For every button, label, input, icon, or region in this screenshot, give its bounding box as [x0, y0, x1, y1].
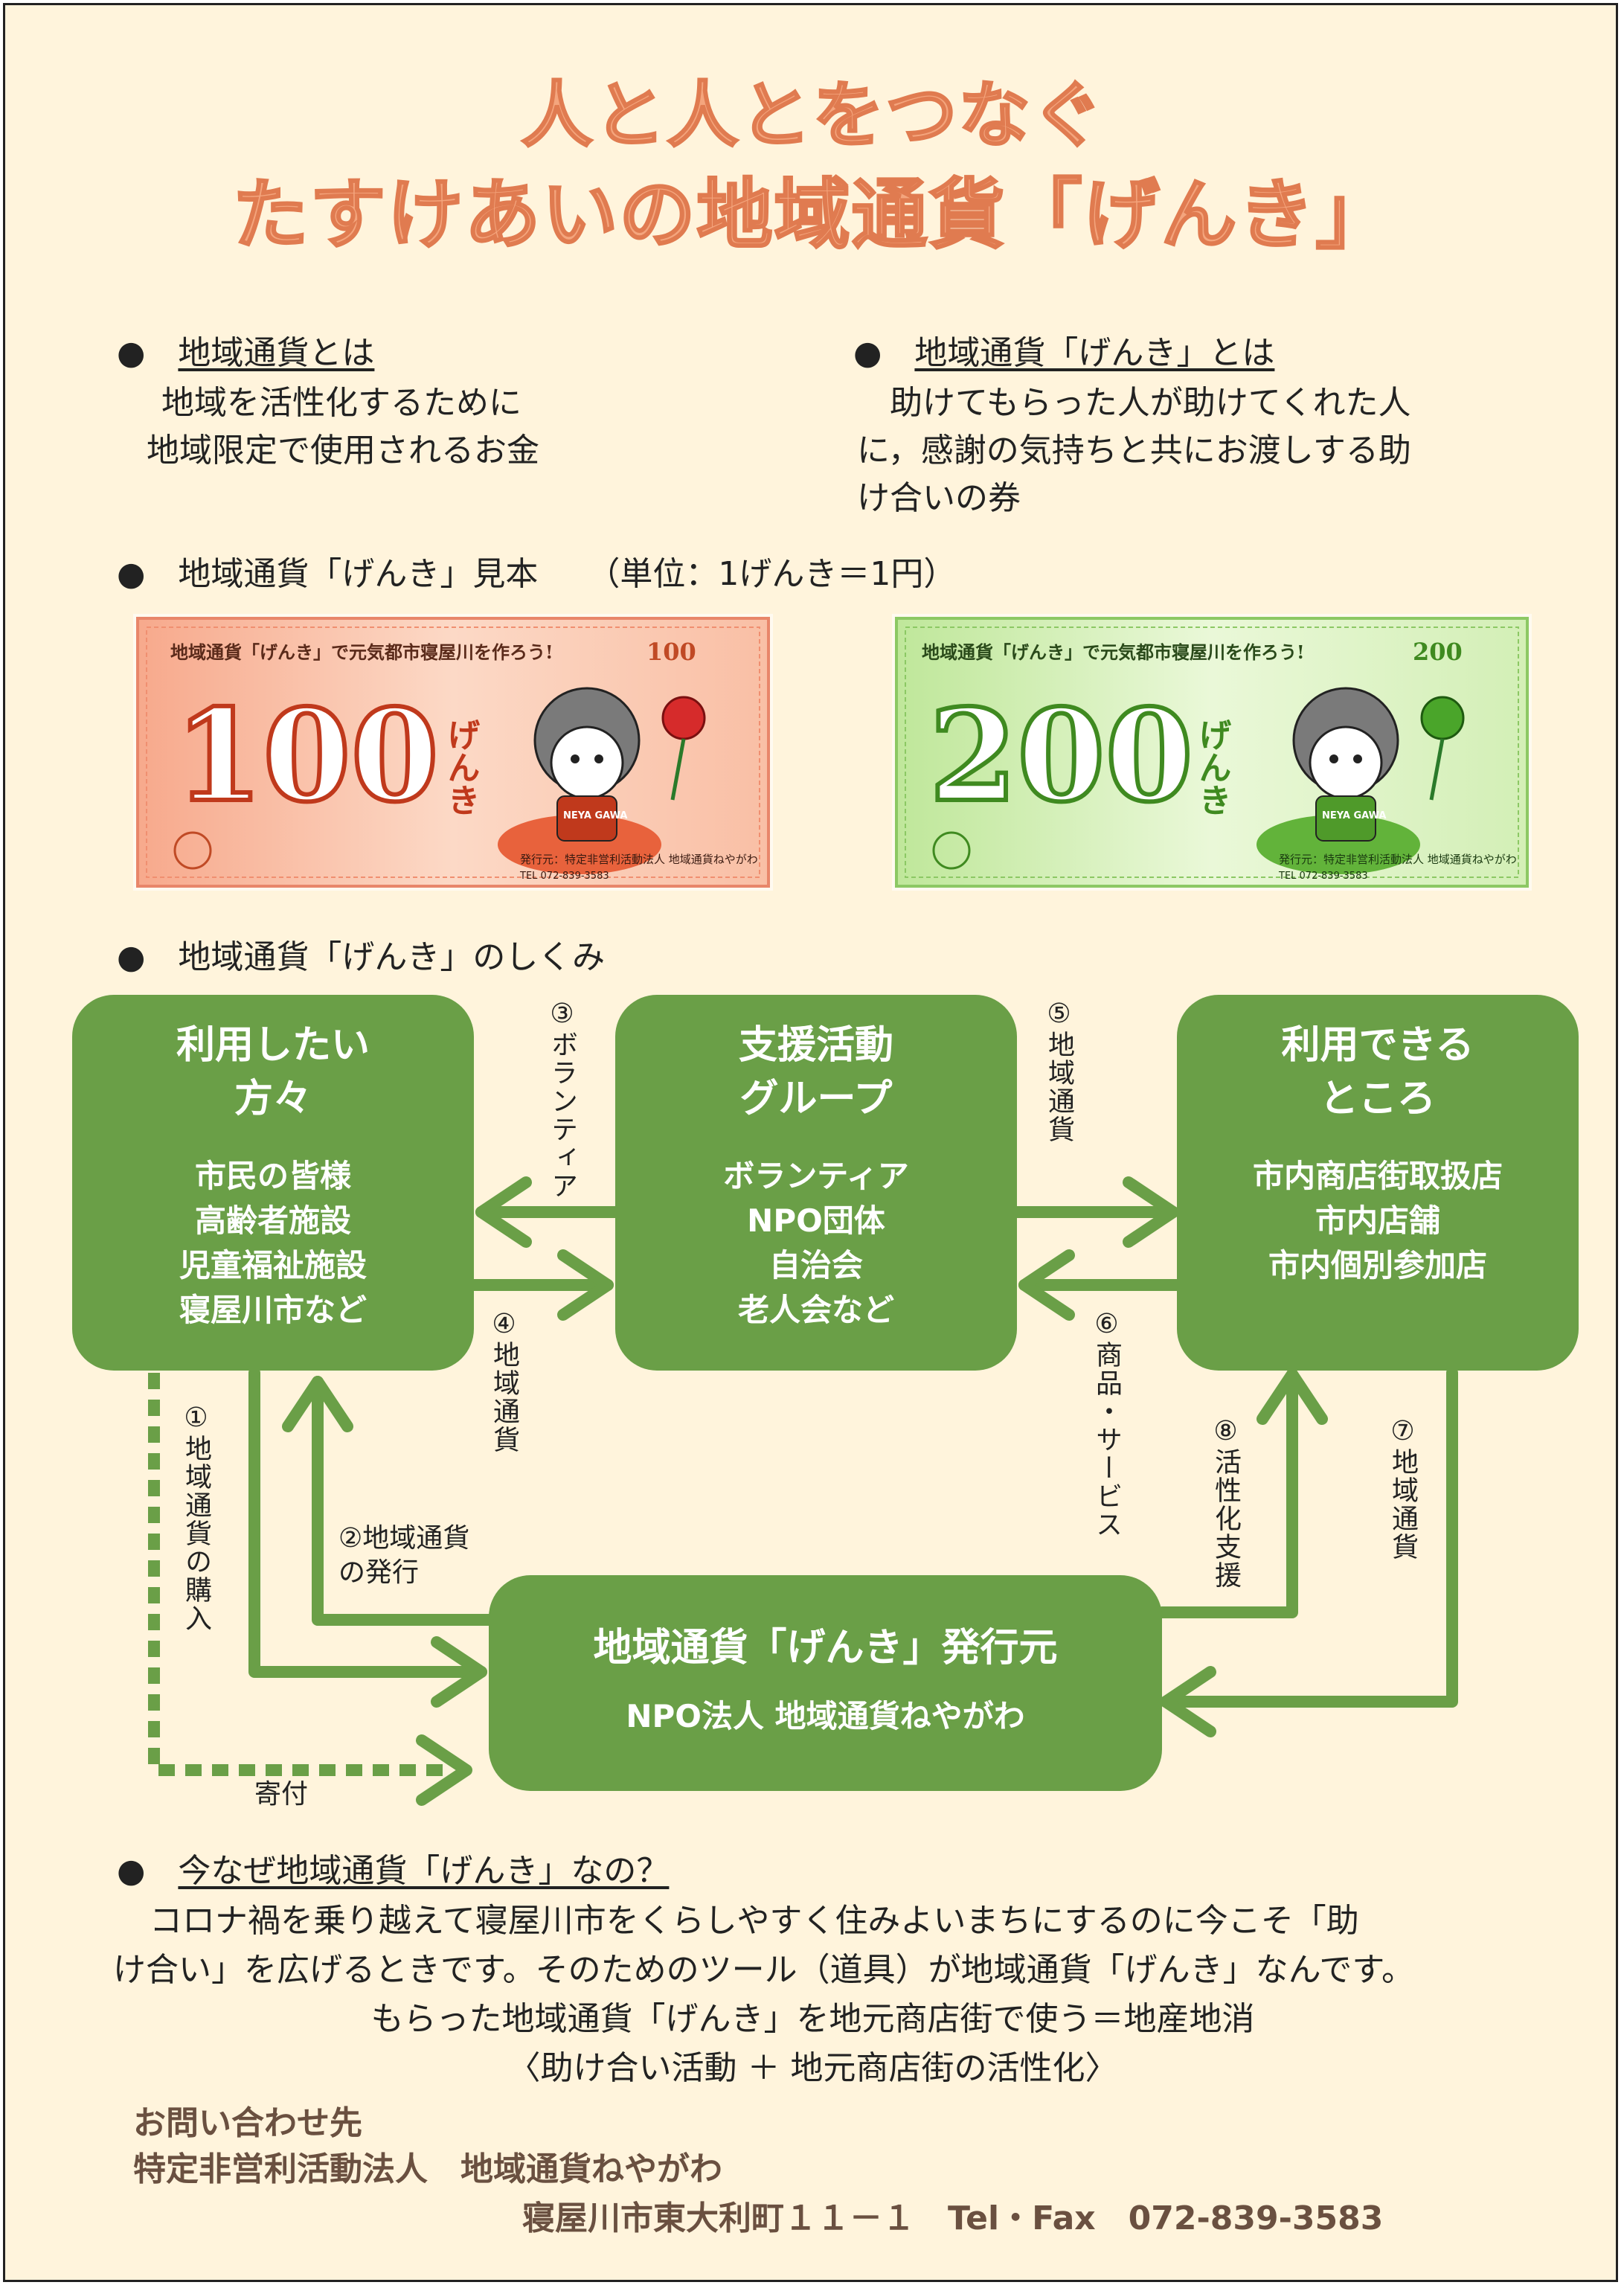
seal-icon	[932, 831, 971, 870]
banknote-100-art: 地域通貨「げんき」で元気都市寝屋川を作ろう! 100 100 げんき NEYA …	[136, 617, 770, 888]
intro-left-line-2: 地域限定で使用されるお金	[147, 432, 539, 470]
flyer-page: 人と人とをつなぐ たすけあいの地域通貨「げんき」 ● 地域通貨とは 地域を活性化…	[3, 3, 1618, 2282]
title-line-1: 人と人とをつなぐ	[520, 73, 1105, 158]
label-1-purchase: ①地域通貨の購入	[181, 1403, 211, 1632]
sample-unit: （単位：1げんき＝1円）	[603, 555, 957, 593]
intro-left-heading-row: ● 地域通貨とは	[117, 334, 375, 372]
intro-right-heading-row: ● 地域通貨「げんき」とは	[853, 334, 1275, 372]
note200-issuer: 発行元：特定非営利活動法人 地域通貨ねやがわ	[1279, 853, 1517, 866]
title-line-2: たすけあいの地域通貨「げんき」	[231, 170, 1393, 261]
note200-slogan: 地域通貨「げんき」で元気都市寝屋川を作ろう!	[922, 641, 1305, 663]
note100-issuer: 発行元：特定非営利活動法人 地域通貨ねやがわ	[520, 853, 758, 866]
box-shops-body: 市内商店街取扱店 市内店舗 市内個別参加店	[1252, 1158, 1503, 1284]
intro-right-line-2: に，感謝の気持ちと共にお渡しする助	[857, 432, 1411, 470]
contact-org: 特定非営利活動法人 地域通貨ねやがわ	[133, 2150, 722, 2188]
arrow-users-to-issuer	[248, 1367, 487, 1678]
contact-address: 寝屋川市東大利町１１－１ Tel・Fax 072-839-3583	[522, 2199, 1384, 2237]
sample-heading: 地域通貨「げんき」見本	[178, 555, 539, 593]
note100-leaf	[498, 815, 661, 874]
label-8-support: ⑧活性化支援	[1210, 1416, 1241, 1589]
sample-heading-row: ● 地域通貨「げんき」見本 （単位：1げんき＝1円）	[117, 555, 957, 593]
intro-left-line-1: 地域を活性化するために	[161, 384, 521, 422]
why-line-4: 〈助け合い活動 ＋ 地元商店街の活性化〉	[507, 2049, 1118, 2087]
label-6-goods-services: ⑥商品・サービス	[1091, 1309, 1122, 1539]
why-line-1: コロナ禍を乗り越えて寝屋川市をくらしやすく住みよいまちにするのに今こそ「助	[117, 1902, 1359, 1940]
box-users: 利用したい 方々 市民の皆様 高齢者施設 児童福祉施設 寝屋川市など	[72, 995, 474, 1371]
note200-leaf	[1256, 815, 1420, 874]
note200-corner: 200	[1413, 638, 1463, 666]
box-support-groups: 支援活動 グループ ボランティア NPO団体 自治会 老人会など	[615, 995, 1017, 1371]
why-line-2: け合い」を広げるときです。そのためのツール（道具）が地域通貨「げんき」なんです。	[113, 1951, 1414, 1989]
note200-tel: TEL 072-839-3583	[1278, 871, 1368, 882]
seal-icon	[173, 831, 212, 870]
contact-label: お問い合わせ先	[133, 2104, 362, 2142]
note100-badge: NEYA GAWA	[563, 810, 627, 821]
box-issuer: 地域通貨「げんき」発行元 NPO法人 地域通貨ねやがわ	[489, 1575, 1162, 1791]
label-5-currency: ⑤地域通貨	[1044, 999, 1074, 1144]
note200-badge: NEYA GAWA	[1322, 810, 1386, 821]
label-donation: 寄付	[254, 1779, 309, 1810]
box-support-title: 支援活動 グループ	[738, 1023, 893, 1121]
note100-tel: TEL 072-839-3583	[519, 871, 609, 882]
why-line-3: もらった地域通貨「げんき」を地元商店街で使う＝地産地消	[370, 2000, 1255, 2038]
label-4-currency: ④地域通貨	[489, 1309, 519, 1454]
why-heading-row: ● 今なぜ地域通貨「げんき」なの？	[117, 1852, 670, 1890]
box-support-body: ボランティア NPO団体 自治会 老人会など	[723, 1158, 909, 1328]
arrow-7-currency	[1160, 1367, 1458, 1708]
note200-unit-word: げんき	[1193, 718, 1231, 816]
flow-arrows	[148, 1176, 1458, 1806]
box-shops: 利用できる ところ 市内商店街取扱店 市内店舗 市内個別参加店	[1177, 995, 1579, 1371]
arrow-8-support	[1156, 1368, 1298, 1618]
label-3-volunteer: ③ボランティア	[547, 999, 577, 1200]
banknote-200: 地域通貨「げんき」で元気都市寝屋川を作ろう! 200 200 げんき NEYA …	[892, 614, 1532, 891]
label-2-issue: ②地域通貨 の発行	[338, 1523, 470, 1588]
note100-slogan: 地域通貨「げんき」で元気都市寝屋川を作ろう!	[170, 641, 553, 663]
label-7-currency: ⑦地域通貨	[1387, 1416, 1418, 1561]
banknote-200-art: 地域通貨「げんき」で元気都市寝屋川を作ろう! 200 200 げんき NEYA …	[895, 617, 1529, 888]
note100-amount: 100	[175, 682, 439, 830]
box-users-title: 利用したい 方々	[176, 1023, 370, 1121]
box-issuer-title: 地域通貨「げんき」発行元	[593, 1626, 1058, 1670]
note200-amount: 200	[929, 682, 1193, 830]
arrow-1-purchase-dashed	[148, 1373, 452, 1776]
box-shops-title: 利用できる ところ	[1281, 1023, 1474, 1121]
box-issuer-body: NPO法人 地域通貨ねやがわ	[626, 1698, 1025, 1734]
box-users-body: 市民の皆様 高齢者施設 児童福祉施設 寝屋川市など	[179, 1158, 367, 1328]
intro-right-line-3: け合いの券	[857, 479, 1021, 517]
why-heading: 今なぜ地域通貨「げんき」なの？	[178, 1852, 670, 1890]
banknote-100: 地域通貨「げんき」で元気都市寝屋川を作ろう! 100 100 げんき NEYA …	[133, 614, 773, 891]
mechanism-heading: 地域通貨「げんき」のしくみ	[178, 938, 606, 976]
mechanism-heading-row: ● 地域通貨「げんき」のしくみ	[117, 938, 606, 976]
intro-right-heading: 地域通貨「げんき」とは	[914, 334, 1275, 372]
intro-left-heading: 地域通貨とは	[178, 334, 375, 372]
note100-unit-word: げんき	[442, 718, 480, 816]
arrow-2-issue	[312, 1376, 495, 1626]
intro-right-line-1: 助けてもらった人が助けてくれた人	[857, 384, 1411, 422]
note100-corner: 100	[646, 638, 696, 666]
